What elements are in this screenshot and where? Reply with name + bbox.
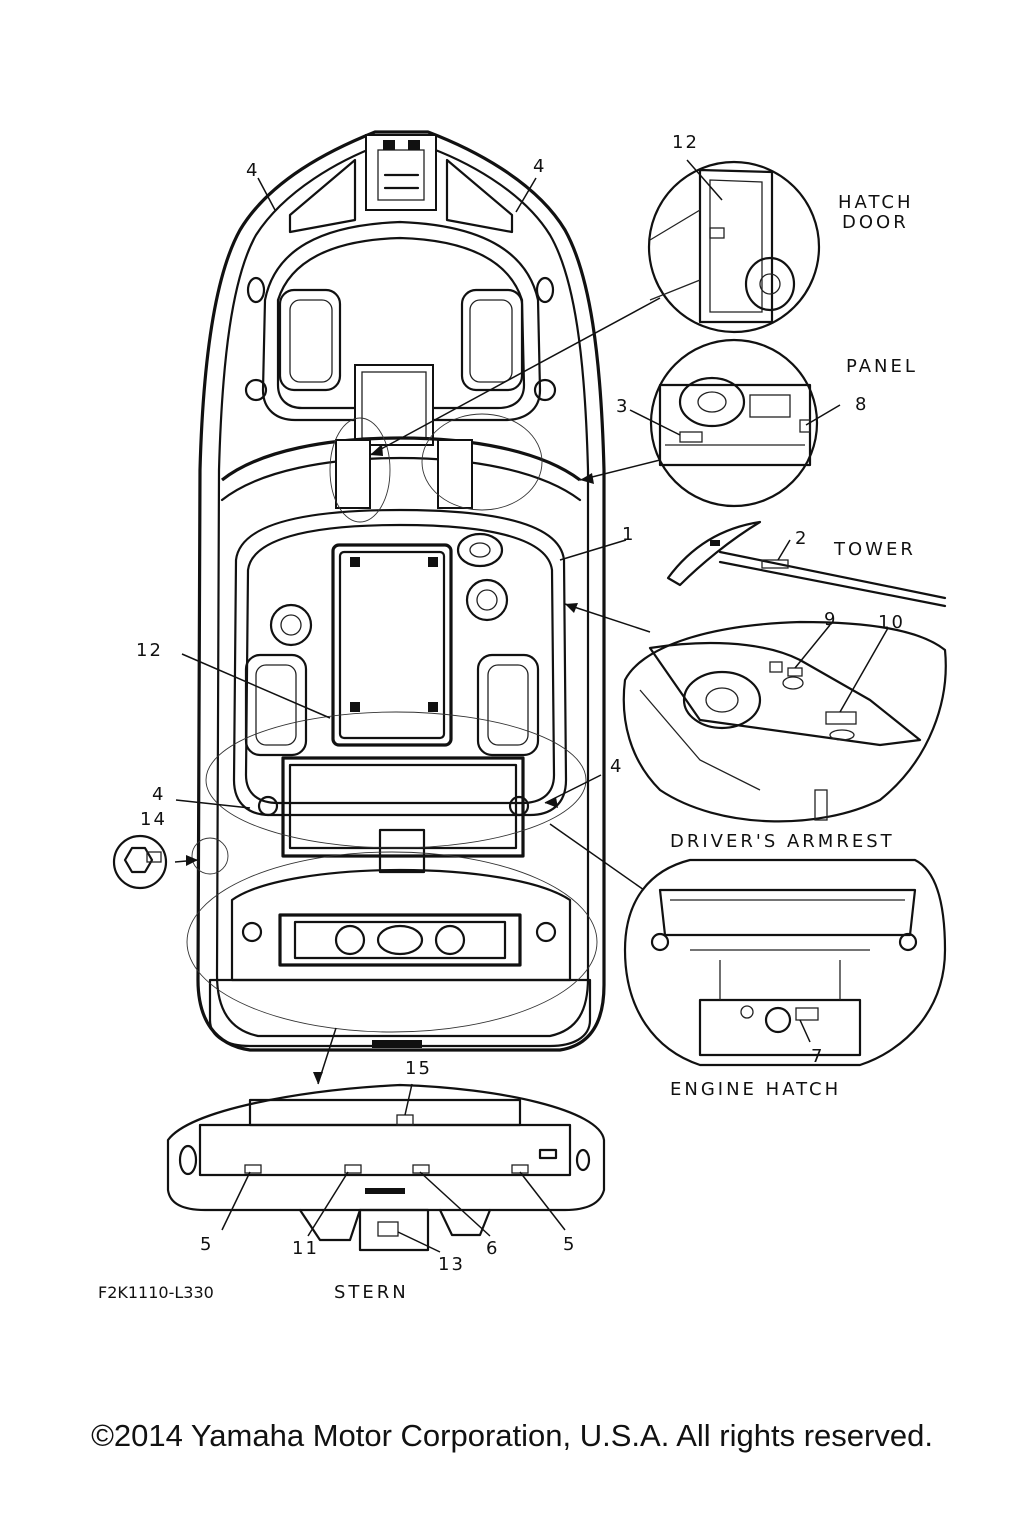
panel-label: PANEL (846, 356, 918, 377)
hatch-door-label-line2: DOOR (842, 212, 909, 233)
callout-5-left: 5 (200, 1234, 213, 1255)
callout-13: 13 (438, 1254, 465, 1275)
tower-label: TOWER (833, 539, 916, 560)
callout-4-bow-right: 4 (533, 156, 546, 177)
engine-hatch-label: ENGINE HATCH (670, 1079, 841, 1100)
callout-7: 7 (811, 1046, 824, 1067)
stern-inset (166, 1083, 606, 1252)
callout-2: 2 (795, 528, 808, 549)
hatch-door-label-line1: HATCH (838, 192, 914, 213)
hatch-door-inset (647, 160, 821, 334)
engine-hatch-inset (623, 858, 947, 1067)
callout-15: 15 (405, 1058, 432, 1079)
callout-9: 9 (824, 609, 837, 630)
callout-1: 1 (622, 524, 635, 545)
callout-5-right: 5 (563, 1234, 576, 1255)
tower-inset (666, 520, 947, 608)
callout-12-cockpit: 12 (136, 640, 163, 661)
callout-4-aft-left: 4 (152, 784, 165, 805)
leader-lines (174, 159, 889, 1253)
callout-4-bow-left: 4 (246, 160, 259, 181)
drivers-armrest-label: DRIVER'S ARMREST (670, 831, 895, 852)
callout-8: 8 (855, 394, 868, 415)
item-14-detail (112, 834, 168, 890)
copyright-notice: ©2014 Yamaha Motor Corporation, U.S.A. A… (91, 1418, 933, 1453)
boat-top-view (186, 130, 606, 1052)
labels: HATCH DOOR PANEL TOWER DRIVER'S ARMREST … (98, 132, 918, 1303)
stern-label: STERN (334, 1282, 409, 1303)
panel-inset (649, 338, 819, 508)
callout-11: 11 (292, 1238, 319, 1259)
callout-12-hatch: 12 (672, 132, 699, 153)
callout-10: 10 (878, 612, 905, 633)
callout-4-aft-right: 4 (610, 756, 623, 777)
drivers-armrest-inset (622, 620, 947, 823)
callout-3: 3 (616, 396, 629, 417)
part-code: F2K1110-L330 (98, 1283, 214, 1302)
callout-6: 6 (486, 1238, 499, 1259)
callout-14: 14 (140, 809, 167, 830)
